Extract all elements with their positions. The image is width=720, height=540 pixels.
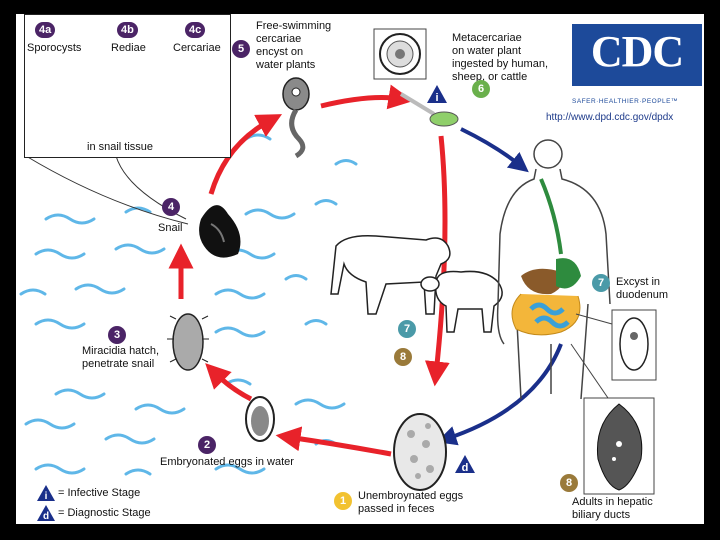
cdc-logo-text: CDC [590, 27, 684, 76]
adult-fluke-image [570, 343, 655, 495]
stage-8-badge: 8 [560, 474, 578, 492]
metacercaria-image [373, 28, 427, 80]
diagnostic-marker-letter: d [462, 462, 469, 474]
stage-6-label-3: ingested by human, [452, 58, 549, 70]
stage-4a-badge: 4a [35, 22, 56, 38]
embryonated-egg-image [245, 396, 275, 442]
stage-3-label-1: Miracidia hatch, [82, 345, 160, 357]
stage-8-label-1: Adults in hepatic [572, 496, 653, 508]
diagnostic-stage-marker: d [455, 455, 475, 474]
legend-infective-icon: i [37, 485, 55, 502]
spoon-image [399, 92, 459, 127]
unembryonated-egg-image [393, 413, 447, 491]
legend-diagnostic-label: = Diagnostic Stage [58, 507, 151, 519]
stage-1-label-1: Unembroynated eggs [358, 490, 464, 502]
sheep-image [420, 270, 503, 333]
diagram-canvas [19, 28, 657, 495]
stage-4-label: Snail [158, 222, 183, 234]
lifecycle-diagram: 4a 4b 4c Sporocysts Rediae Cercariae in … [16, 14, 704, 524]
water-waves [19, 133, 358, 476]
stage-1-label-2: passed in feces [358, 503, 435, 515]
stage-5-label-2: cercariae [256, 33, 302, 45]
stage-4b-badge: 4b [117, 22, 138, 38]
stage-2-label: Embryonated eggs in water [160, 456, 294, 468]
stage-7-label-2: duodenum [616, 289, 668, 301]
stage-7-animal-badge: 7 [398, 320, 416, 338]
infective-marker-letter: i [435, 92, 438, 104]
stage-8-label-2: biliary ducts [572, 509, 631, 521]
stage-6-label-1: Metacercariae [452, 32, 522, 44]
snail-image [199, 205, 241, 258]
legend-infective-letter: i [45, 491, 48, 502]
stage-2-badge: 2 [198, 436, 216, 454]
stage-7-badge: 7 [592, 274, 610, 292]
cdc-tagline: SAFER·HEALTHIER·PEOPLE™ [572, 98, 679, 105]
miracidium-image [167, 313, 209, 371]
stage-4c-label: Cercariae [173, 42, 221, 54]
stage-1-badge: 1 [334, 492, 352, 510]
cdc-url: http://www.dpd.cdc.gov/dpdx [546, 112, 674, 123]
stage-3-badge: 3 [108, 326, 126, 344]
stage-7-label-1: Excyst in [616, 276, 661, 288]
stage-6-label-4: sheep, or cattle [452, 71, 528, 83]
snail-tissue-inset: 4a 4b 4c Sporocysts Rediae Cercariae in … [24, 14, 231, 158]
legend-diagnostic-letter: d [43, 511, 49, 522]
stage-4b-label: Rediae [111, 42, 146, 54]
stage-3-label-2: penetrate snail [82, 358, 155, 370]
legend-infective-label: = Infective Stage [58, 487, 141, 499]
stage-5-label-4: water plants [256, 59, 316, 71]
inset-caption: in snail tissue [87, 141, 154, 153]
inset-leader-lines [25, 155, 189, 225]
legend-diagnostic-icon: d [37, 505, 55, 522]
cdc-logo: CDC [572, 24, 702, 86]
infective-stage-marker: i [427, 85, 447, 104]
digestive-organs-image [511, 178, 581, 336]
stage-5-badge: 5 [232, 40, 250, 58]
stage-5-label-1: Free-swimming [256, 20, 332, 32]
excyst-image [575, 309, 657, 381]
stage-4-badge: 4 [162, 198, 180, 216]
stage-5-label-3: encyst on [256, 46, 304, 58]
cow-image [330, 234, 451, 315]
stage-6-badge: 6 [472, 80, 490, 98]
blue-arrows [436, 127, 563, 446]
free-cercaria-image [282, 77, 310, 159]
stage-8-animal-badge: 8 [394, 348, 412, 366]
stage-4c-badge: 4c [185, 22, 206, 38]
stage-6-label-2: on water plant [452, 45, 522, 57]
stage-4a-label: Sporocysts [27, 42, 82, 54]
